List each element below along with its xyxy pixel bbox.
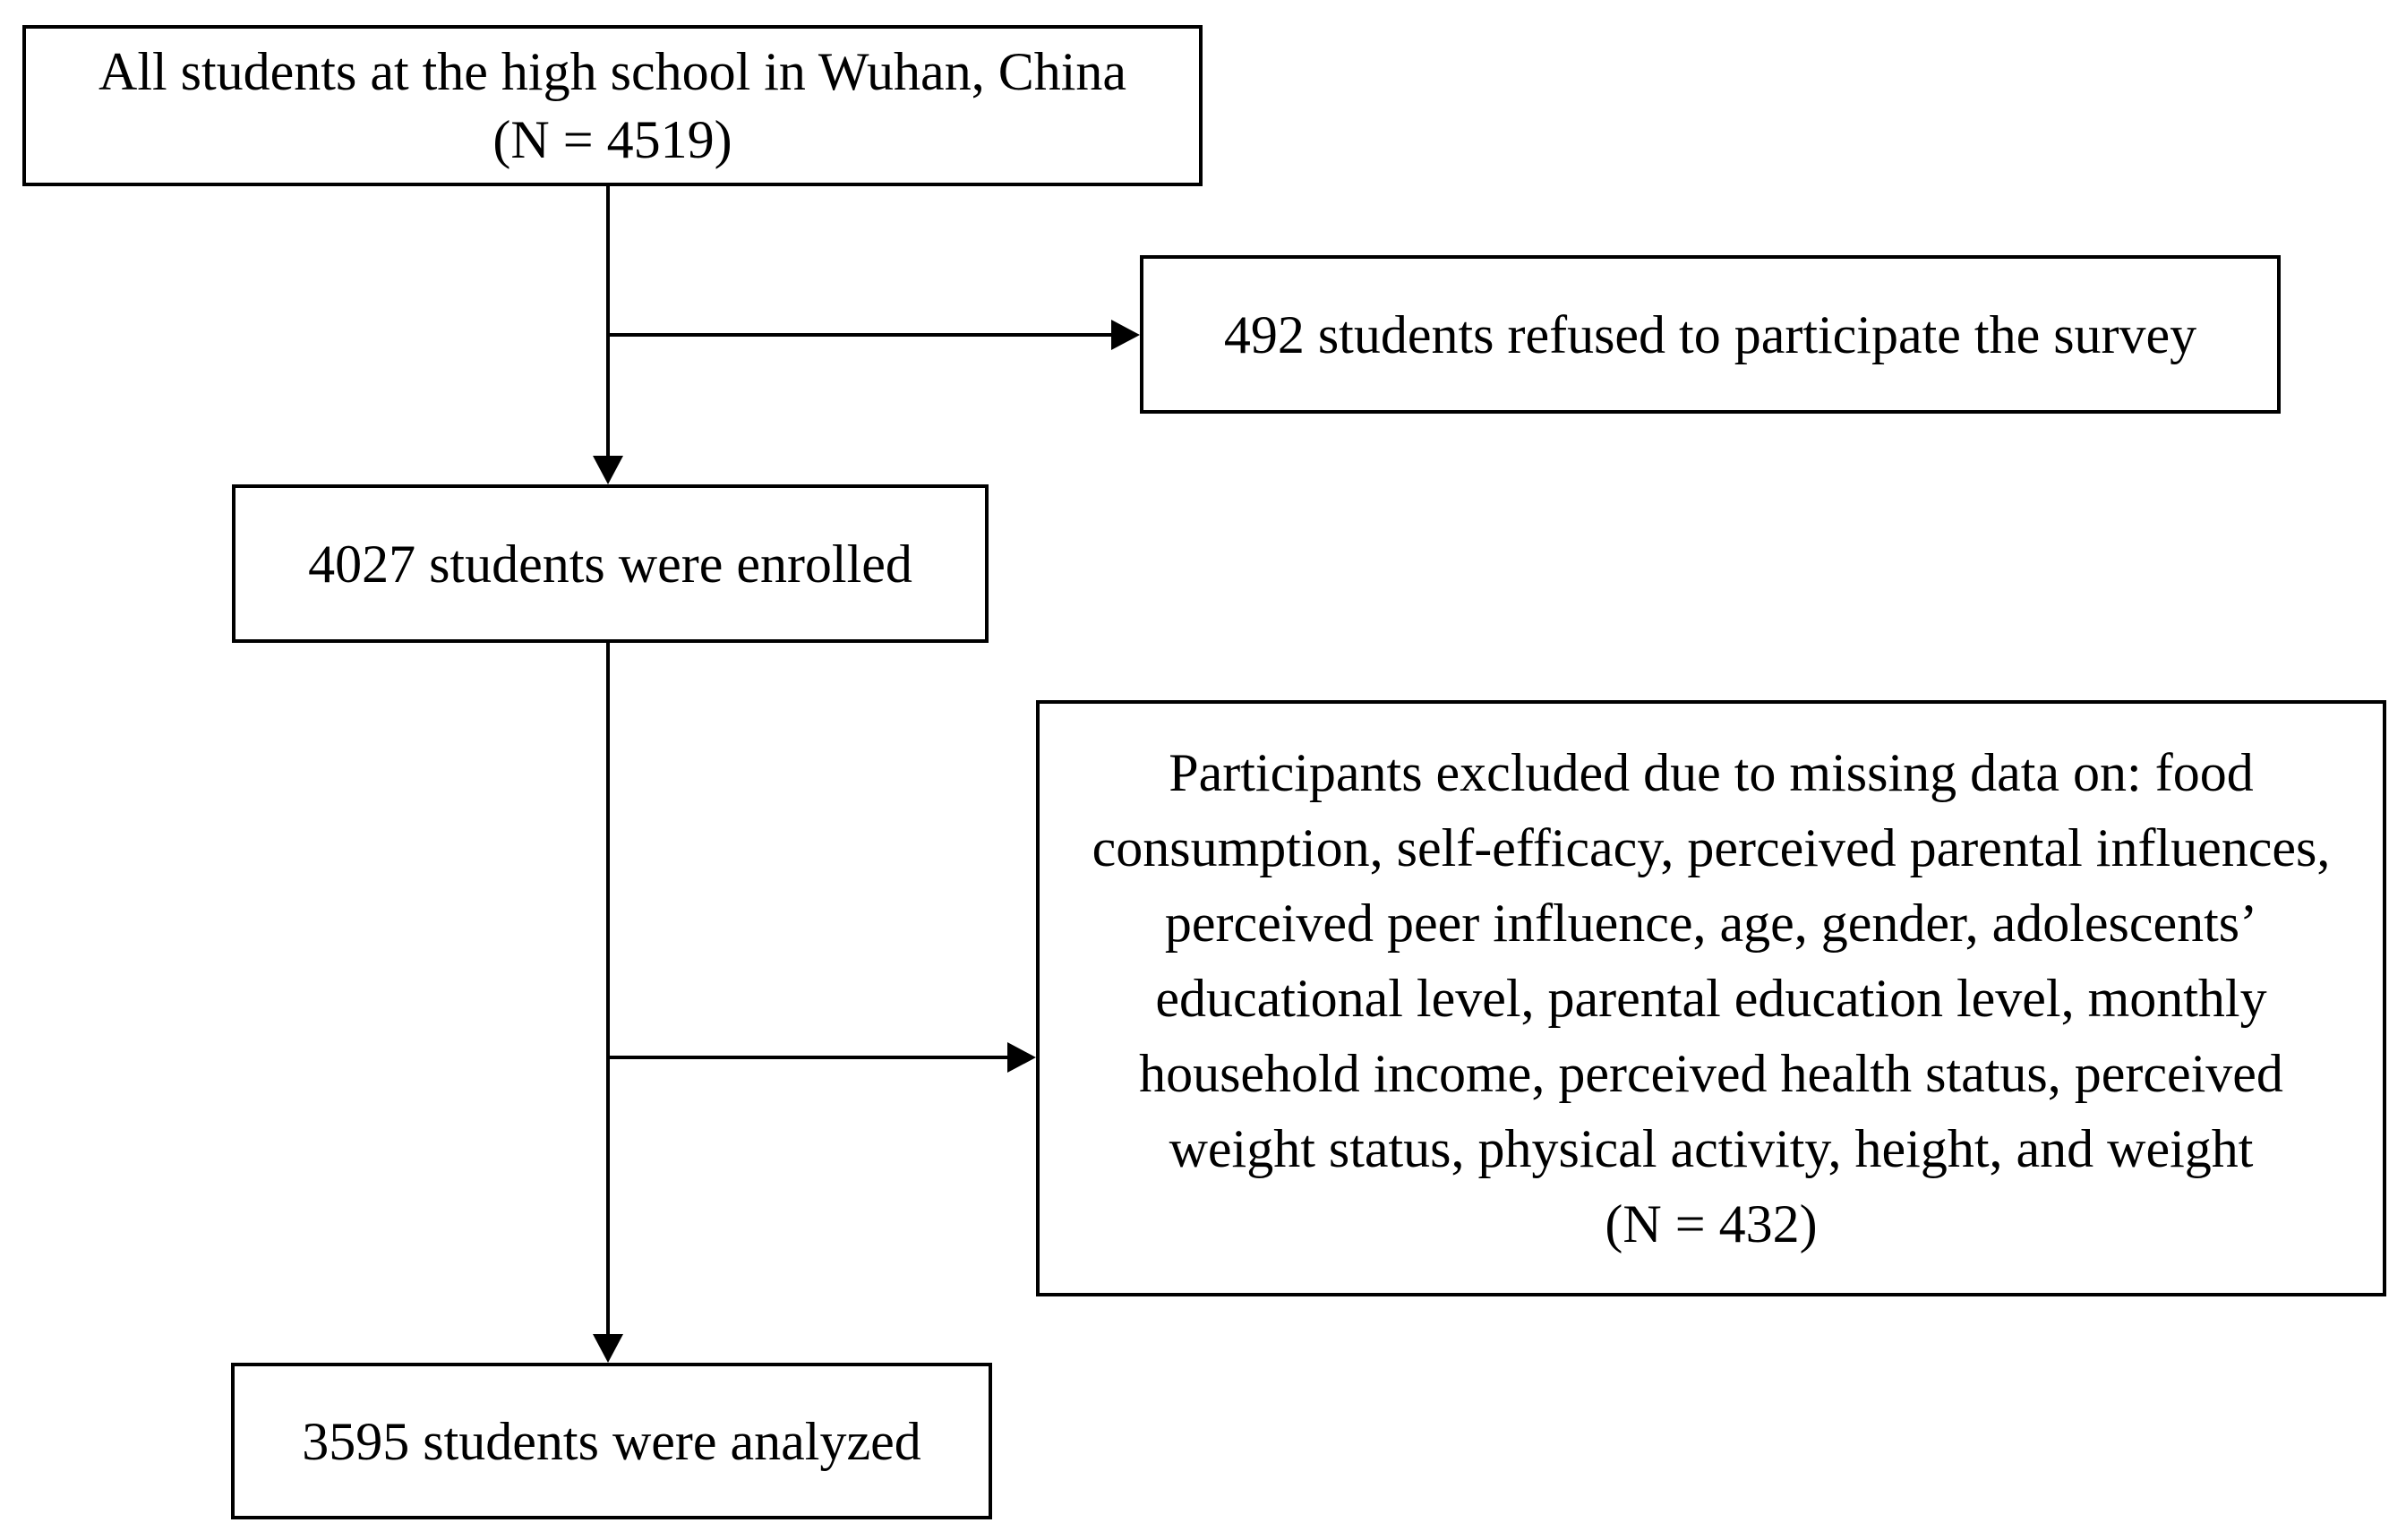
box-excluded-line6: weight status, physical activity, height… [1169,1119,2254,1178]
box-excluded: Participants excluded due to missing dat… [1036,700,2386,1296]
connector-enrolled-to-analyzed [606,643,610,1334]
connector-total-to-refused [606,333,1113,337]
box-enrolled: 4027 students were enrolled [232,484,989,643]
box-enrolled-label: 4027 students were enrolled [308,534,912,594]
box-analyzed: 3595 students were analyzed [231,1363,992,1519]
box-excluded-line1: Participants excluded due to missing dat… [1169,743,2254,802]
box-excluded-line4: educational level, parental education le… [1155,969,2267,1028]
connector-total-to-enrolled [606,186,610,459]
box-refused-label: 492 students refused to participate the … [1223,304,2197,364]
box-excluded-line2: consumption, self-efficacy, perceived pa… [1092,818,2331,877]
arrowhead-right-icon [1007,1042,1036,1073]
box-analyzed-label: 3595 students were analyzed [302,1411,921,1471]
box-all-students-line1: All students at the high school in Wuhan… [98,42,1127,101]
connector-enrolled-to-excluded [606,1056,1007,1059]
arrowhead-down-icon [593,456,623,484]
arrowhead-right-icon [1111,320,1140,350]
box-all-students-line2: (N = 4519) [492,110,732,169]
box-refused: 492 students refused to participate the … [1140,255,2281,414]
box-excluded-line5: household income, perceived health statu… [1139,1044,2283,1103]
box-excluded-count: (N = 432) [1605,1194,1818,1253]
arrowhead-down-icon [593,1334,623,1363]
box-excluded-line3: perceived peer influence, age, gender, a… [1164,894,2258,953]
box-all-students: All students at the high school in Wuhan… [22,25,1203,186]
